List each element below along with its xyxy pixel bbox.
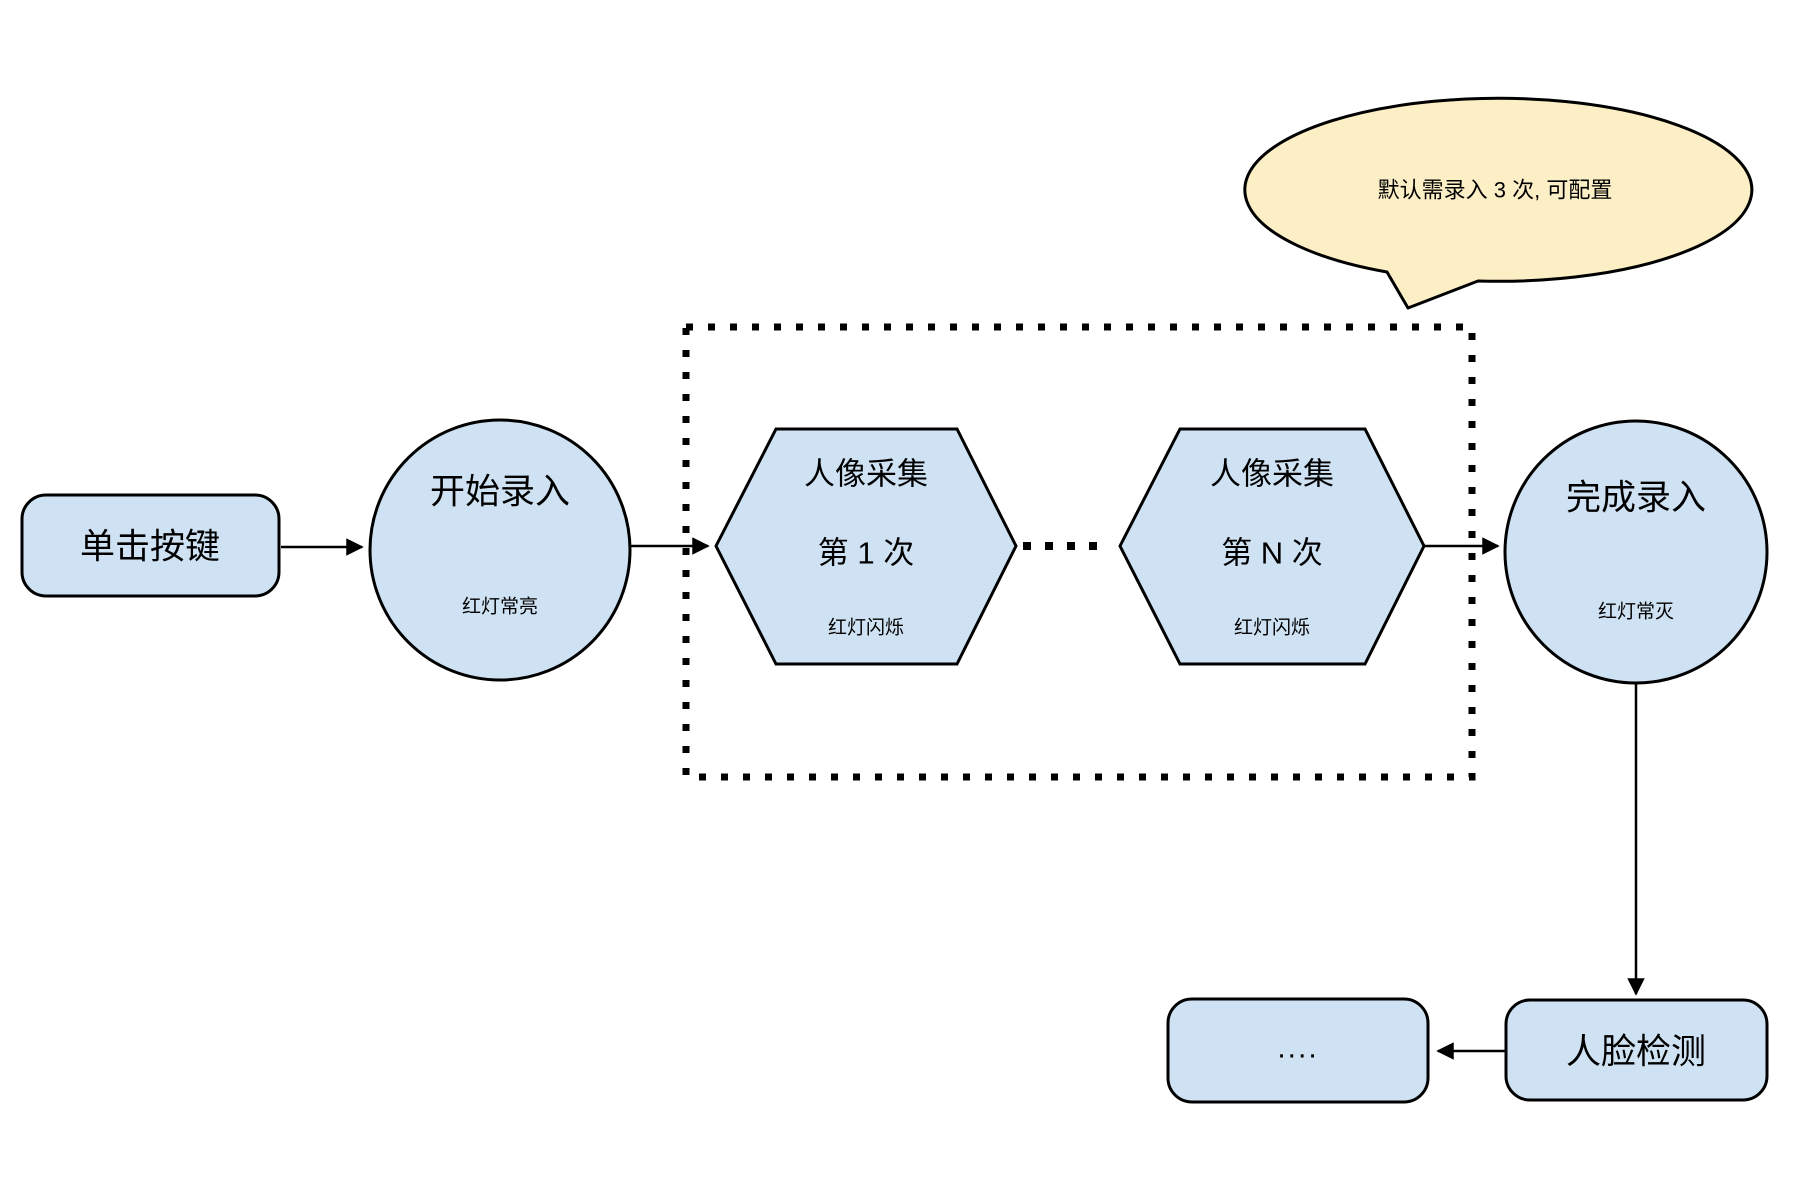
capture-nth-subtitle: 第 N 次 — [1221, 536, 1323, 571]
capture-nth-status: 红灯闪烁 — [1234, 617, 1310, 639]
start-record-shape — [368, 418, 632, 682]
finish-record-label: 完成录入 — [1566, 479, 1706, 518]
click-button-shape — [20, 493, 281, 598]
node-more: .... — [1166, 997, 1430, 1104]
more-label: .... — [1277, 1032, 1318, 1065]
node-click-button: 单击按键 — [20, 493, 281, 598]
more-shape — [1166, 997, 1430, 1104]
start-record-status: 红灯常亮 — [462, 596, 538, 618]
callout-text: 默认需录入 3 次, 可配置 — [1378, 178, 1613, 203]
capture-first-subtitle: 第 1 次 — [818, 536, 914, 571]
finish-record-shape — [1503, 419, 1769, 685]
callout-shape — [1243, 96, 1754, 310]
capture-loop-boundary — [682, 323, 1476, 781]
face-detect-shape — [1504, 998, 1769, 1102]
node-finish-record: 完成录入 红灯常灭 — [1503, 419, 1769, 685]
node-start-record: 开始录入 红灯常亮 — [368, 418, 632, 682]
capture-first-title: 人像采集 — [804, 457, 928, 492]
capture-nth-shape — [1118, 427, 1426, 666]
capture-first-shape — [714, 427, 1018, 666]
finish-record-status: 红灯常灭 — [1598, 601, 1674, 623]
node-capture-first: 人像采集 第 1 次 红灯闪烁 — [714, 427, 1018, 666]
face-detect-label: 人脸检测 — [1566, 1033, 1706, 1072]
capture-nth-title: 人像采集 — [1210, 457, 1334, 492]
start-record-label: 开始录入 — [430, 473, 570, 512]
callout-bubble: 默认需录入 3 次, 可配置 — [1243, 96, 1754, 310]
capture-first-status: 红灯闪烁 — [828, 617, 904, 639]
click-button-label: 单击按键 — [80, 528, 220, 567]
node-face-detect: 人脸检测 — [1504, 998, 1769, 1102]
node-capture-nth: 人像采集 第 N 次 红灯闪烁 — [1118, 427, 1426, 666]
